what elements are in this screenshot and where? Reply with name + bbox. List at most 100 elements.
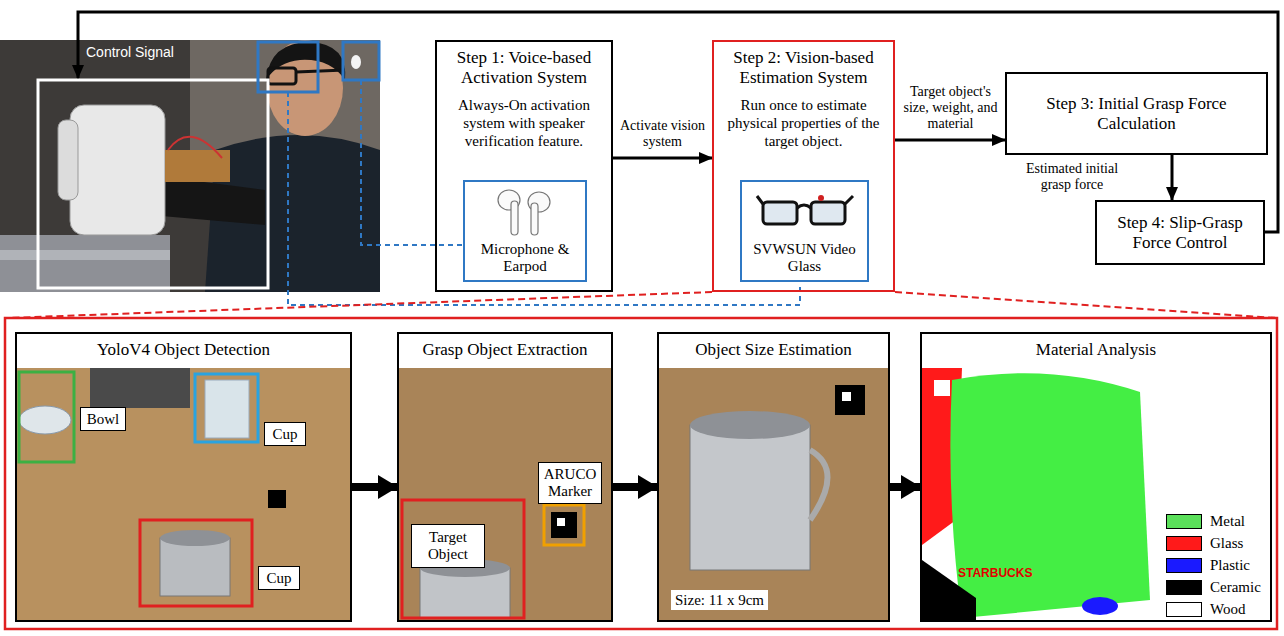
zoom-line — [895, 292, 1277, 318]
marker-box — [544, 505, 584, 545]
aruco-marker — [268, 490, 286, 508]
legend-swatch — [1166, 514, 1202, 529]
process-box: Step 3: Initial Grasp Force Calculation — [1005, 72, 1268, 155]
table-photo — [659, 368, 888, 620]
robot-glove — [70, 105, 165, 235]
object-tag: Bowl — [80, 407, 126, 431]
cup-handle — [810, 450, 828, 520]
node-title: ARUCO Marker — [540, 466, 601, 500]
legend-row: Ceramic — [1166, 576, 1261, 598]
photo-rail — [0, 235, 170, 292]
glasses-arm — [296, 70, 345, 72]
node-body: Size: 11 x 9cm — [671, 590, 768, 610]
frame — [757, 196, 853, 208]
bowl — [19, 406, 71, 434]
node-title: Cup — [262, 570, 295, 587]
aruco-marker — [835, 385, 865, 415]
photo-rail — [0, 250, 170, 260]
earbud-stem — [531, 203, 538, 235]
object-tag: Cup — [258, 566, 300, 590]
node-title: Target Object — [414, 529, 482, 563]
legend-text: Ceramic — [1210, 579, 1261, 596]
legend-swatch — [1166, 580, 1202, 595]
zoom-line — [7, 292, 712, 318]
device-box: Microphone & Earpod — [463, 180, 587, 282]
connector — [613, 157, 712, 160]
earbud-box — [343, 42, 379, 80]
earbud — [351, 55, 361, 69]
step-box: Step 1: Voice-based Activation SystemAlw… — [435, 40, 613, 292]
node-body: Run once to estimate physical properties… — [722, 96, 885, 150]
table-photo — [399, 368, 611, 620]
step-box: Step 2: Vision-based Estimation SystemRu… — [712, 40, 895, 292]
person-arm — [150, 175, 265, 225]
aruco-cell — [557, 518, 565, 526]
legend-row: Wood — [1166, 598, 1261, 620]
metal-region — [950, 373, 1150, 618]
legend-row: Glass — [1166, 532, 1261, 554]
glasses-box — [258, 42, 318, 92]
node-title: Step 3: Initial Grasp Force Calculation — [1015, 94, 1258, 134]
glass-cup — [205, 380, 249, 438]
process-box: Step 4: Slip-Grasp Force Control — [1095, 200, 1265, 265]
metal-cup — [690, 425, 810, 570]
node-title: Step 2: Vision-based Estimation System — [720, 48, 887, 88]
cup-box — [140, 520, 252, 606]
detail-panel — [5, 318, 1277, 629]
legend: MetalGlassPlasticCeramicWood — [1166, 510, 1261, 620]
dashed-link — [288, 92, 800, 305]
node-title: Cup — [268, 426, 301, 443]
legend-text: Metal — [1210, 513, 1245, 530]
node-title: Grasp Object Extraction — [418, 340, 591, 360]
object-tag: ARUCO Marker — [538, 462, 602, 504]
flow-arrow — [613, 483, 657, 491]
node-title: Bowl — [83, 411, 124, 428]
legend-row: Plastic — [1166, 554, 1261, 576]
node-title: SVWSUN Video Glass — [746, 241, 863, 275]
icon-holder — [465, 186, 585, 242]
stage-panel: Grasp Object ExtractionTarget Object ARUC… — [397, 332, 613, 622]
legend-swatch — [1166, 558, 1202, 573]
device-box: SVWSUN Video Glass — [740, 180, 869, 282]
wire — [168, 137, 222, 158]
wood-region — [934, 380, 950, 396]
photo-clutter — [90, 368, 190, 408]
bowl-box — [19, 372, 74, 462]
earbud-stem — [511, 201, 518, 235]
segmentation — [922, 368, 1160, 620]
free-label: STARBUCKS — [958, 566, 1032, 580]
aruco-marker — [551, 512, 577, 538]
node-title: Microphone & Earpod — [469, 241, 581, 275]
edge-label: Activate vision system — [614, 118, 711, 150]
legend-text: Glass — [1210, 535, 1243, 552]
cup-box — [195, 374, 258, 442]
legend-swatch — [1166, 602, 1202, 617]
lens — [811, 202, 845, 224]
flow-arrow — [890, 483, 920, 491]
free-label: Control Signal — [86, 44, 174, 60]
dashed-link — [361, 80, 463, 245]
legend-text: Plastic — [1210, 557, 1250, 574]
object-tag: Cup — [264, 422, 306, 446]
photo-background — [0, 40, 380, 292]
edge-label: Target object's size, weight, and materi… — [899, 84, 1002, 132]
node-body: Always-On activation system with speaker… — [445, 96, 603, 150]
plastic-region — [1082, 597, 1118, 615]
edge-label: Estimated initial grasp force — [1012, 161, 1132, 193]
stage-panel: Object Size EstimationSize: 11 x 9cm — [657, 332, 890, 622]
object-tag: Target Object — [411, 524, 485, 568]
node-title: Object Size Estimation — [691, 340, 856, 360]
lens — [763, 202, 797, 224]
airpods-icon — [485, 186, 565, 238]
metal-cup — [160, 538, 230, 596]
node-title: Step 1: Voice-based Activation System — [443, 48, 605, 88]
legend-text: Wood — [1210, 601, 1245, 618]
camera-dot — [818, 195, 824, 201]
connector — [1171, 155, 1174, 200]
glasses — [268, 68, 296, 84]
target-box — [402, 500, 524, 618]
hand-box — [38, 80, 268, 288]
cup-rim — [690, 411, 810, 439]
icon-holder — [742, 186, 867, 242]
